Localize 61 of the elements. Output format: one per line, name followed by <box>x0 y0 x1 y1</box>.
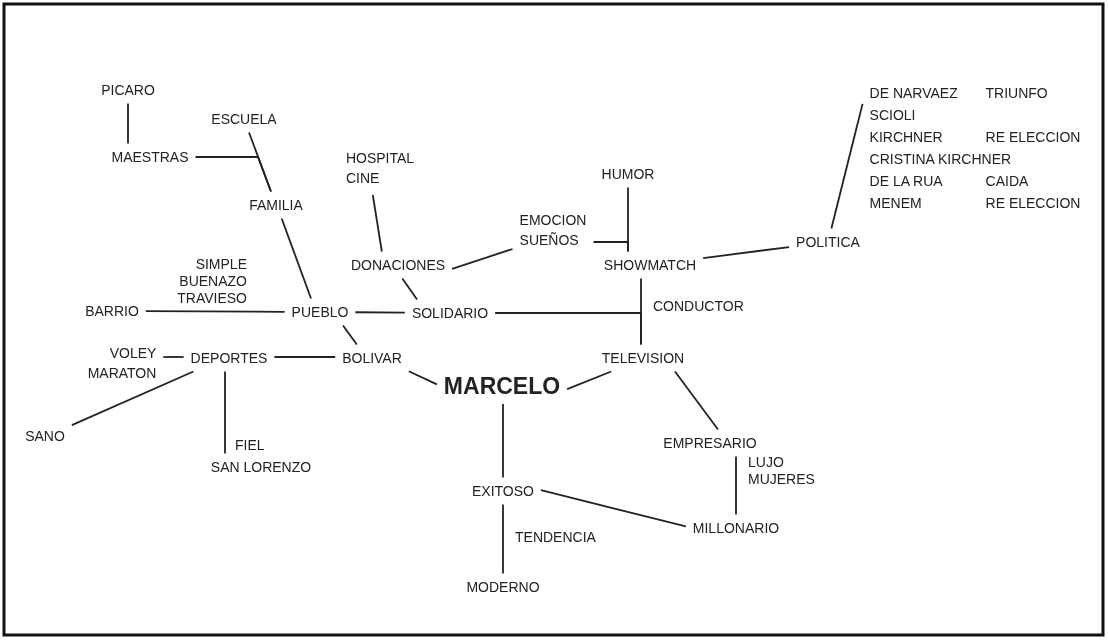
connector-line <box>371 194 383 253</box>
concept-label: PICARO <box>96 78 160 102</box>
concept-label: MENEM <box>869 194 923 212</box>
connector-line <box>735 455 737 516</box>
connector-line <box>540 489 687 528</box>
concept-label: DEPORTES <box>185 346 273 370</box>
concept-label: SUEÑOS <box>519 232 580 249</box>
connector-line <box>702 246 790 260</box>
connector-line <box>502 503 504 575</box>
concept-label: DE LA RUA <box>869 172 944 190</box>
concept-label: MARCELO <box>438 370 566 402</box>
concept-label: HUMOR <box>596 162 660 186</box>
connector-line <box>640 277 642 346</box>
concept-label: TRIUNFO <box>985 84 1049 102</box>
concept-label: POLITICA <box>791 230 865 254</box>
concept-label: MODERNO <box>461 575 545 599</box>
concept-label: CRISTINA KIRCHNER <box>869 150 1013 168</box>
connector-line <box>502 403 504 479</box>
connector-line <box>144 310 286 313</box>
concept-label: CAIDA <box>985 172 1030 190</box>
concept-label: CINE <box>345 170 381 187</box>
concept-label: DE NARVAEZ <box>869 84 959 102</box>
connector-line <box>280 217 312 300</box>
connector-line <box>162 356 185 358</box>
concept-label: HOSPITAL <box>345 150 415 167</box>
connector-line <box>224 370 226 455</box>
concept-label: KIRCHNER <box>869 128 944 146</box>
concept-label: MILLONARIO <box>687 516 785 540</box>
concept-label: FAMILIA <box>244 193 308 217</box>
concept-label: EXITOSO <box>467 479 539 503</box>
connector-line <box>127 102 129 145</box>
connector-line <box>401 277 418 301</box>
connector-line <box>830 102 864 230</box>
concept-label: PUEBLO <box>286 300 354 324</box>
concept-label: BARRIO <box>80 299 144 323</box>
concept-label: MARATON <box>87 365 157 382</box>
connector-line <box>674 370 719 431</box>
concept-label: ESCUELA <box>206 107 282 131</box>
connector-line <box>592 241 629 253</box>
concept-label: SCIOLI <box>869 106 917 124</box>
concept-label: DONACIONES <box>345 253 451 277</box>
connector-line <box>273 356 337 358</box>
concept-label: RE ELECCION <box>985 194 1081 212</box>
connector-line <box>70 370 195 427</box>
connector-line <box>342 324 358 346</box>
connector-line <box>194 156 272 193</box>
connector-line <box>354 311 406 314</box>
concept-label: SHOWMATCH <box>598 253 702 277</box>
concept-label: VOLEY <box>108 345 157 362</box>
concept-label: SANO <box>20 424 70 448</box>
connector-line <box>407 370 438 386</box>
concept-label: SAN LORENZO <box>205 455 317 479</box>
concept-label: TELEVISION <box>596 346 690 370</box>
concept-label: RE ELECCION <box>985 128 1081 146</box>
connector-line <box>566 370 613 391</box>
concept-label: EMPRESARIO <box>658 431 762 455</box>
concept-label: MAESTRAS <box>106 145 194 169</box>
concept-label: BOLIVAR <box>337 346 407 370</box>
concept-label: EMOCION <box>519 212 587 229</box>
connector-line <box>451 248 514 270</box>
concept-label: SOLIDARIO <box>406 301 494 325</box>
